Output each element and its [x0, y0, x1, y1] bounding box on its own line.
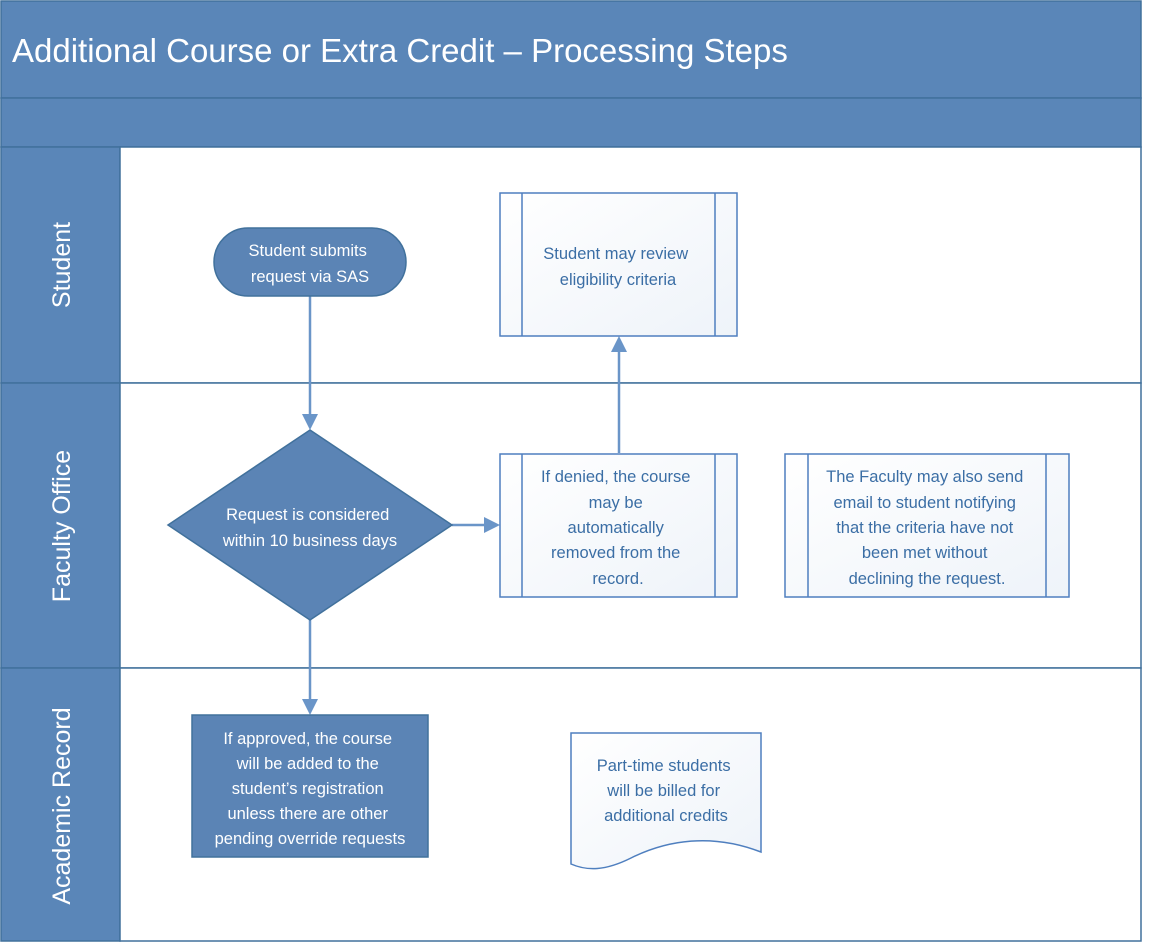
billing-document-shape [570, 732, 762, 870]
header-subbar [0, 97, 1142, 148]
approved-process-box [191, 714, 429, 858]
review-criteria-label: Student may review eligibility criteria [543, 245, 693, 289]
lane-header-faculty-office [0, 382, 121, 669]
faculty-email-box [784, 453, 1070, 598]
arrowhead-to-approved [302, 699, 318, 715]
title-bar [0, 0, 1142, 99]
start-terminator-label: Student submits request via SAS [249, 242, 372, 286]
decision-label: Request is considered within 10 business… [222, 506, 397, 550]
denied-process-box [499, 453, 738, 598]
arrowhead-to-review [611, 336, 627, 352]
review-criteria-box [499, 192, 738, 337]
lane-label-faculty-office: Faculty Office [48, 450, 76, 602]
faculty-email-label: The Faculty may also send email to stude… [826, 468, 1028, 588]
arrowhead-to-denied [484, 517, 500, 533]
lane-header-student [0, 146, 121, 384]
lane-label-academic-record: Academic Record [48, 707, 76, 904]
decision-diamond [166, 429, 454, 621]
start-terminator [213, 227, 407, 297]
arrowhead-to-decision [302, 414, 318, 430]
lane-label-student: Student [48, 222, 76, 308]
page-title: Additional Course or Extra Credit – Proc… [12, 32, 788, 69]
billing-document-label: Part-time students will be billed for ad… [597, 757, 735, 825]
denied-process-label: If denied, the course may be automatical… [541, 468, 695, 588]
approved-process-label: If approved, the course will be added to… [215, 730, 406, 848]
lane-header-academic-record [0, 667, 121, 942]
